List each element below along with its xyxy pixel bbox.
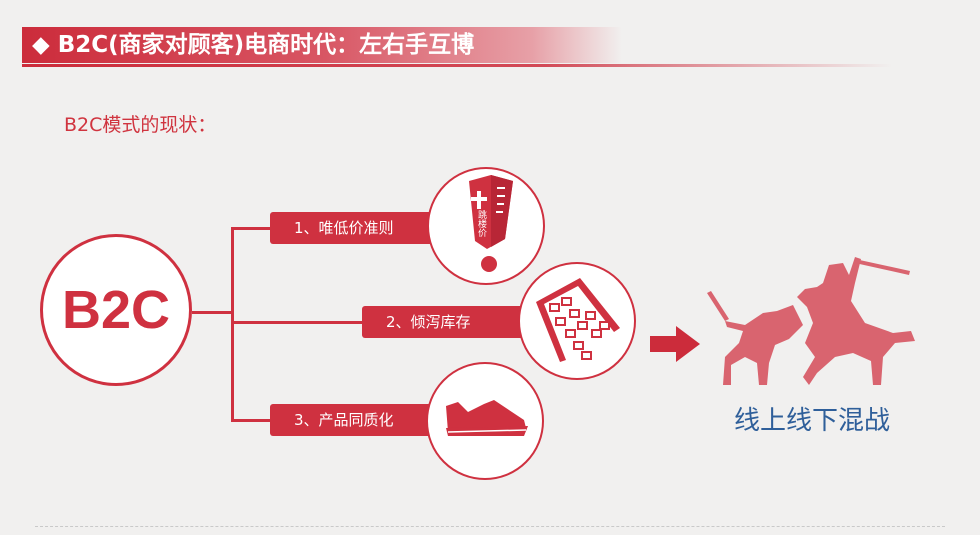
connector-trunk [231,227,234,422]
building-price-icon [427,167,545,285]
connector-branch-1 [231,227,271,230]
title-underline [22,64,892,67]
branch-label-2: 2、倾泻库存 [362,306,522,338]
pouring-boxes-icon [518,262,636,380]
connector-branch-3 [231,419,271,422]
connector-branch-2 [231,321,363,324]
footer-divider [35,526,945,527]
page-title: ◆ B2C(商家对顾客)电商时代：左右手互博 [22,27,622,63]
connector-line [192,311,233,314]
section-subtitle: B2C模式的现状： [64,114,217,136]
result-label: 线上线下混战 [734,406,891,436]
warriors-battle-icon [707,257,915,385]
sneaker-icon [426,362,544,480]
arrow-right-icon [650,326,700,362]
building-price-text: 跳楼价 [476,210,486,237]
b2c-node: B2C [40,234,192,386]
branch-label-1: 1、唯低价准则 [270,212,432,244]
branch-label-3: 3、产品同质化 [270,404,432,436]
